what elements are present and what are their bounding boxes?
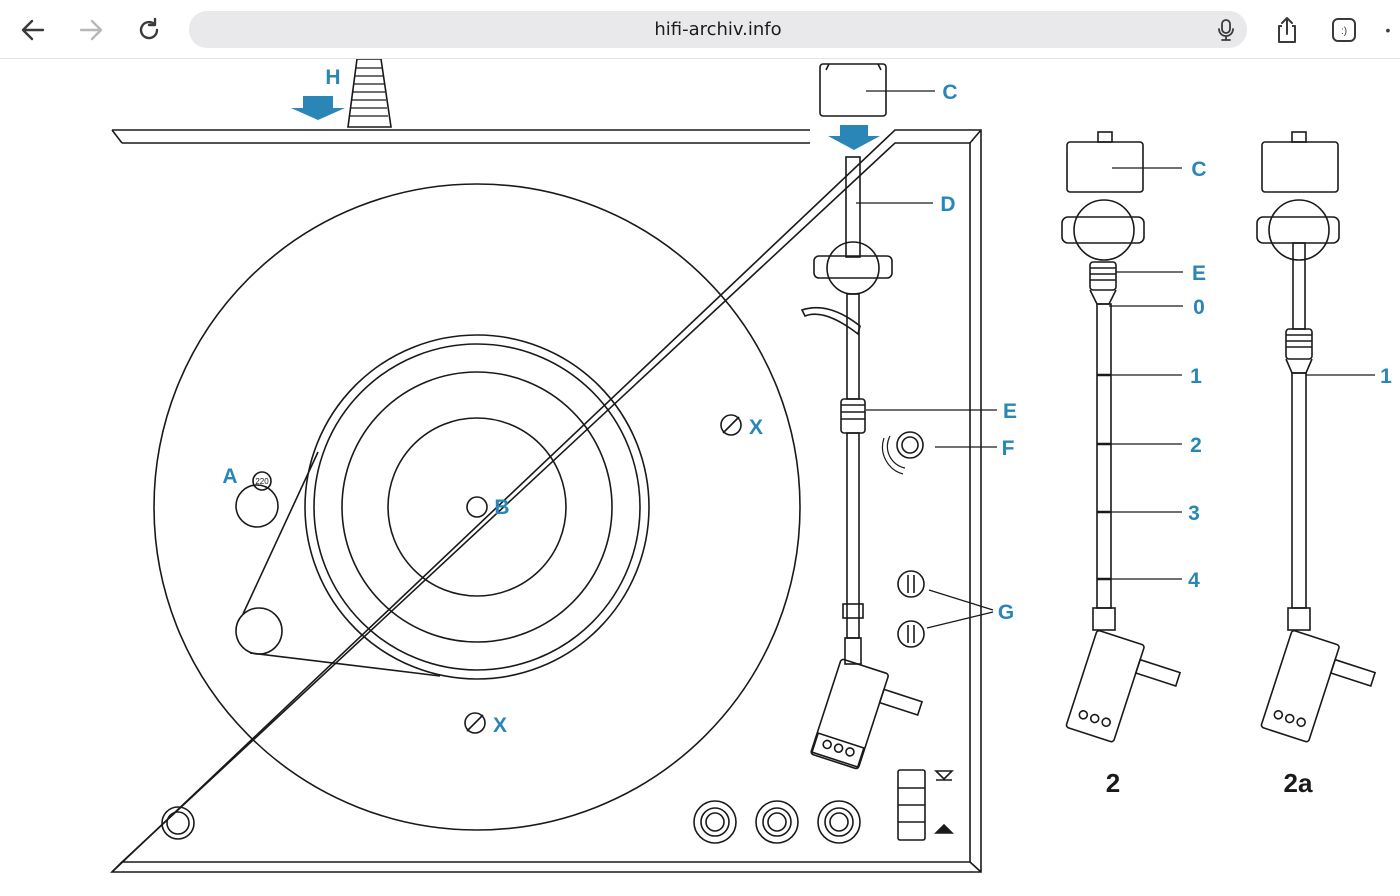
label-g: G: [998, 601, 1014, 624]
cue-up-symbol: [934, 770, 954, 781]
insert-arrow-h: [291, 96, 345, 120]
cue-down-symbol: [934, 823, 954, 834]
url-text: hifi-archiv.info: [654, 19, 782, 40]
platter: [153, 183, 801, 831]
label-a: A: [222, 465, 237, 488]
adjust-screw-top: [897, 570, 925, 598]
fig2-mark-1: 1: [1190, 365, 1202, 388]
transport-screw-top: [720, 414, 742, 436]
fig2-label-c: C: [1191, 158, 1206, 181]
drive-belt: [242, 451, 441, 677]
more-dots-icon[interactable]: •: [1385, 22, 1391, 38]
page-content: H C D E F G A B X X C E 0 1 2 3 4 1 220 …: [0, 58, 1400, 891]
power-knob: [161, 806, 195, 840]
control-knobs: [693, 800, 861, 844]
label-b: B: [494, 496, 509, 519]
fig2-label-e: E: [1192, 262, 1206, 285]
tabs-label: :): [1341, 26, 1347, 37]
tabs-icon[interactable]: :): [1328, 14, 1360, 46]
turntable-diagram: H C D E F G A B X X C E 0 1 2 3 4 1 220 …: [109, 58, 1392, 873]
label-f: F: [1002, 437, 1015, 460]
fig2-caption: 2: [1106, 768, 1120, 798]
reload-icon[interactable]: [133, 14, 165, 46]
fig2-mark-3: 3: [1188, 502, 1200, 525]
label-e: E: [1003, 400, 1017, 423]
fig2-mark-2: 2: [1190, 434, 1202, 457]
voltage-label: 220: [255, 477, 269, 486]
spindle-b: [466, 496, 488, 518]
tonearm-main: [800, 63, 924, 770]
motor-pulley: [235, 607, 283, 655]
back-arrow-icon[interactable]: [17, 14, 49, 46]
forward-arrow-icon[interactable]: [75, 14, 107, 46]
pulley-outer-ring: [304, 334, 650, 680]
fig2a-mark-1: 1: [1380, 365, 1392, 388]
turntable-plinth: [109, 129, 982, 873]
label-h: H: [325, 66, 340, 89]
microphone-icon[interactable]: [1215, 18, 1237, 42]
label-c: C: [942, 81, 957, 104]
browser-toolbar: hifi-archiv.info :) •: [0, 0, 1400, 59]
label-d: D: [940, 193, 955, 216]
tonearm-fig2: [1061, 131, 1182, 743]
label-x-bottom: X: [493, 714, 507, 737]
adjust-screw-bottom: [897, 620, 925, 648]
insert-arrow-c: [828, 125, 880, 150]
antiskating-knob: [896, 431, 924, 459]
fig2a-caption: 2a: [1284, 768, 1313, 798]
voltage-selector: [235, 484, 279, 528]
fig2-mark-4: 4: [1188, 569, 1200, 592]
transport-screw-bottom: [464, 712, 486, 734]
share-icon[interactable]: [1271, 14, 1303, 46]
tonearm-fig2a: [1256, 131, 1377, 743]
spindle-tower-h: [347, 58, 392, 128]
address-bar[interactable]: hifi-archiv.info: [189, 11, 1247, 48]
label-x-top: X: [749, 416, 763, 439]
fig2-mark-0: 0: [1193, 296, 1205, 319]
